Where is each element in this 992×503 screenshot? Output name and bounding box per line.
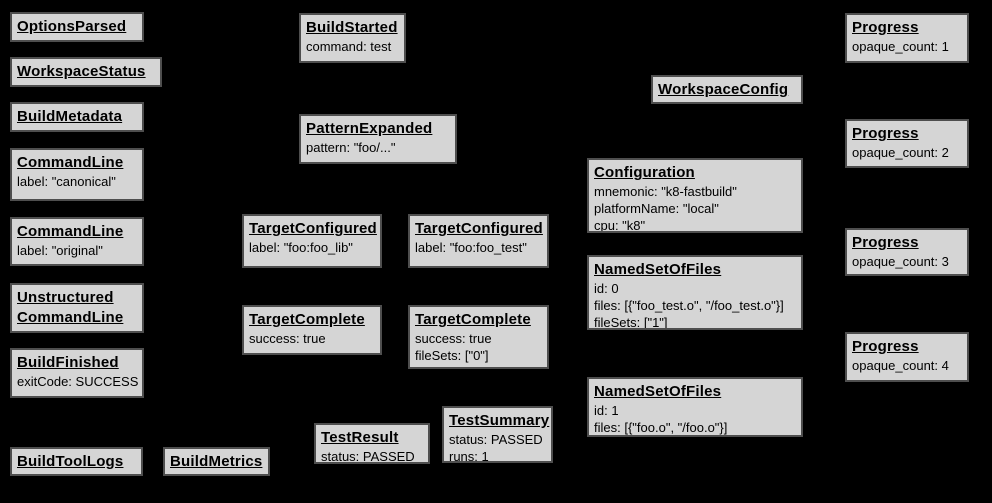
node-title: NamedSetOfFiles bbox=[594, 261, 722, 278]
progress-2-node: Progress opaque_count: 2 bbox=[845, 119, 969, 168]
progress-4-node: Progress opaque_count: 4 bbox=[845, 332, 969, 382]
node-field: pattern: "foo/..." bbox=[306, 140, 396, 155]
node-title: NamedSetOfFiles bbox=[594, 383, 722, 400]
node-field: status: PASSED bbox=[321, 449, 415, 464]
build-metadata-node: BuildMetadata bbox=[10, 102, 144, 132]
node-title: WorkspaceStatus bbox=[17, 63, 146, 80]
node-title: Progress bbox=[852, 338, 919, 355]
target-configured-foo-test-node: TargetConfigured label: "foo:foo_test" bbox=[408, 214, 549, 268]
node-field: opaque_count: 1 bbox=[852, 39, 949, 54]
node-field: opaque_count: 2 bbox=[852, 145, 949, 160]
build-tool-logs-node: BuildToolLogs bbox=[10, 447, 143, 476]
node-field: success: true bbox=[249, 331, 326, 346]
workspace-config-node: WorkspaceConfig bbox=[651, 75, 803, 104]
node-title: BuildMetadata bbox=[17, 108, 123, 125]
test-summary-node: TestSummary status: PASSED runs: 1 bbox=[442, 406, 553, 463]
node-field: label: "foo:foo_test" bbox=[415, 240, 527, 255]
node-field: fileSets: ["1"] bbox=[594, 315, 668, 330]
build-started-node: BuildStarted command: test bbox=[299, 13, 406, 63]
node-field: files: [{"foo.o", "/foo.o"}] bbox=[594, 420, 728, 435]
node-field: cpu: "k8" bbox=[594, 218, 646, 233]
node-title: TargetComplete bbox=[249, 311, 365, 328]
node-title: PatternExpanded bbox=[306, 120, 433, 137]
node-field: opaque_count: 3 bbox=[852, 254, 949, 269]
node-title: BuildToolLogs bbox=[17, 453, 124, 470]
target-complete-foo-test-node: TargetComplete success: true fileSets: ["0… bbox=[408, 305, 549, 369]
node-field: exitCode: SUCCESS bbox=[17, 374, 139, 389]
node-field: runs: 1 bbox=[449, 449, 489, 463]
named-set-of-files-1-node: NamedSetOfFiles id: 1 files: [{"foo.o", "/… bbox=[587, 377, 803, 437]
node-field: label: "foo:foo_lib" bbox=[249, 240, 353, 255]
node-title: BuildFinished bbox=[17, 354, 119, 371]
node-field: label: "original" bbox=[17, 243, 103, 258]
node-field: success: true bbox=[415, 331, 492, 346]
node-field: label: "canonical" bbox=[17, 174, 116, 189]
node-title: TargetConfigured bbox=[415, 220, 543, 237]
progress-3-node: Progress opaque_count: 3 bbox=[845, 228, 969, 276]
node-title: TargetComplete bbox=[415, 311, 531, 328]
node-field: command: test bbox=[306, 39, 392, 54]
node-title: Unstructured CommandLine bbox=[17, 289, 124, 326]
node-title: CommandLine bbox=[17, 223, 124, 240]
configuration-node: Configuration mnemonic: "k8-fastbuild" pla… bbox=[587, 158, 803, 233]
node-title: WorkspaceConfig bbox=[658, 81, 789, 98]
options-parsed-node: OptionsParsed bbox=[10, 12, 144, 42]
pattern-expanded-node: PatternExpanded pattern: "foo/..." bbox=[299, 114, 457, 164]
target-configured-foo-lib-node: TargetConfigured label: "foo:foo_lib" bbox=[242, 214, 382, 268]
node-field: mnemonic: "k8-fastbuild" bbox=[594, 184, 737, 199]
node-field: status: PASSED bbox=[449, 432, 543, 447]
node-title: OptionsParsed bbox=[17, 18, 127, 35]
node-title: TestSummary bbox=[449, 412, 550, 429]
workspace-status-node: WorkspaceStatus bbox=[10, 57, 162, 87]
test-result-node: TestResult status: PASSED bbox=[314, 423, 430, 464]
node-field: id: 1 bbox=[594, 403, 619, 418]
node-title: TargetConfigured bbox=[249, 220, 377, 237]
node-field: platformName: "local" bbox=[594, 201, 719, 216]
node-title: Progress bbox=[852, 19, 919, 36]
node-title: Progress bbox=[852, 234, 919, 251]
unstructured-command-line-node: Unstructured CommandLine bbox=[10, 283, 144, 333]
node-title: BuildStarted bbox=[306, 19, 398, 36]
build-metrics-node: BuildMetrics bbox=[163, 447, 270, 476]
node-field: fileSets: ["0"] bbox=[415, 348, 489, 363]
progress-1-node: Progress opaque_count: 1 bbox=[845, 13, 969, 63]
node-title: CommandLine bbox=[17, 154, 124, 171]
node-title: BuildMetrics bbox=[170, 453, 263, 470]
command-line-canonical-node: CommandLine label: "canonical" bbox=[10, 148, 144, 201]
command-line-original-node: CommandLine label: "original" bbox=[10, 217, 144, 266]
build-finished-node: BuildFinished exitCode: SUCCESS bbox=[10, 348, 144, 398]
node-field: opaque_count: 4 bbox=[852, 358, 949, 373]
named-set-of-files-0-node: NamedSetOfFiles id: 0 files: [{"foo_test.o… bbox=[587, 255, 803, 330]
node-title: Configuration bbox=[594, 164, 695, 181]
target-complete-foo-lib-node: TargetComplete success: true bbox=[242, 305, 382, 355]
node-title: Progress bbox=[852, 125, 919, 142]
node-title: TestResult bbox=[321, 429, 399, 446]
node-field: files: [{"foo_test.o", "/foo_test.o"}] bbox=[594, 298, 784, 313]
node-field: id: 0 bbox=[594, 281, 619, 296]
